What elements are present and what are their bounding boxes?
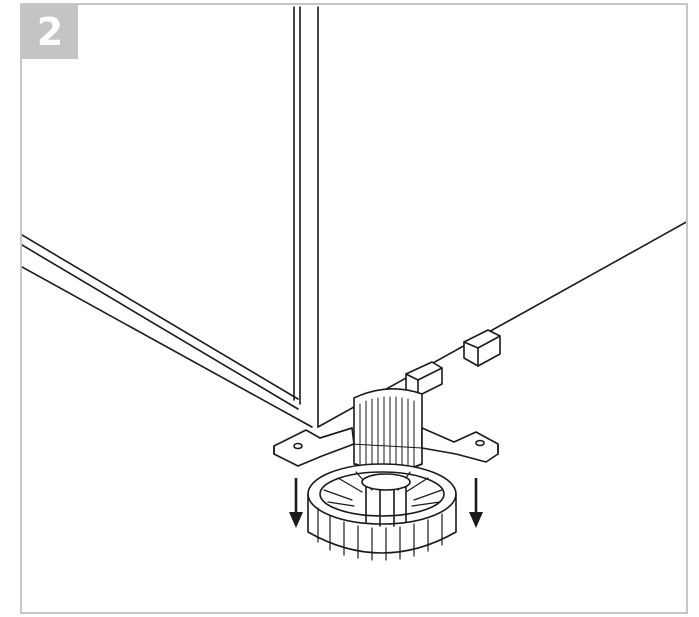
mounting-bracket	[273, 427, 499, 467]
cabinet-body	[22, 6, 686, 428]
cabinet-left-panel-bottom-edge	[22, 234, 299, 400]
adjustment-wheel	[307, 463, 457, 561]
wheel-teeth	[317, 507, 443, 561]
leg-ribs	[359, 396, 415, 476]
arrow-down-icon	[289, 478, 303, 528]
arrow-down-icon	[469, 478, 483, 528]
cabinet-foot-illustration	[22, 6, 686, 561]
step-number-badge: 2	[22, 5, 78, 59]
cabinet-right-panel-lower-edge	[318, 204, 686, 412]
cabinet-base-left-edge	[22, 266, 313, 428]
cabinet-left-panel-lower-edge	[22, 244, 299, 410]
instruction-panel: 2	[20, 3, 688, 614]
support-block	[463, 329, 501, 367]
